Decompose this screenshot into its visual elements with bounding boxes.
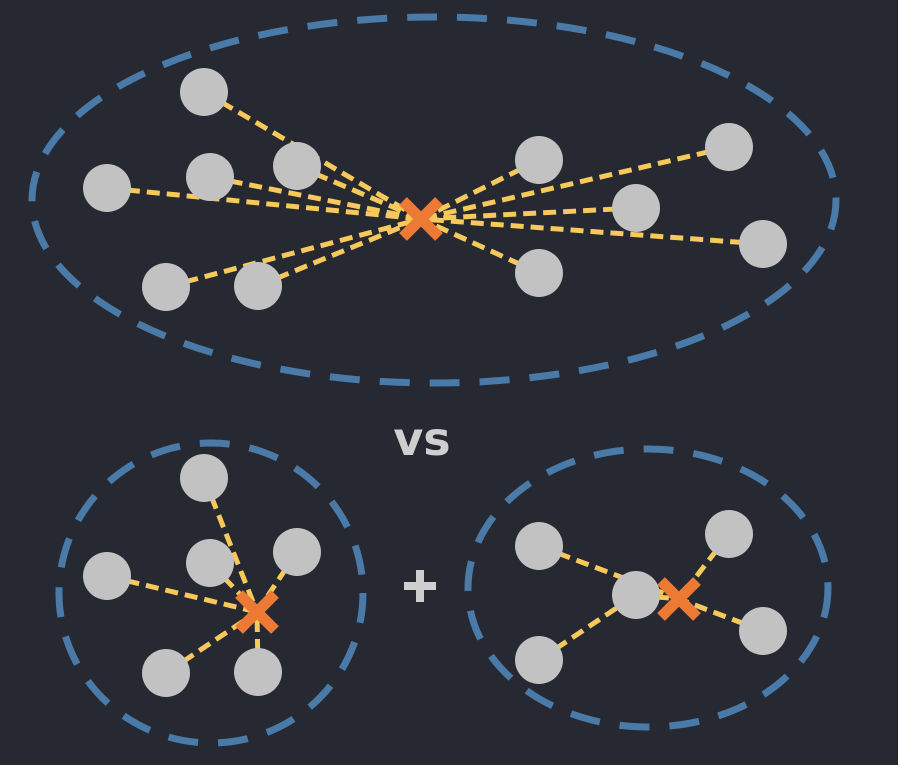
data-point	[234, 648, 282, 696]
data-point	[186, 539, 234, 587]
data-point	[705, 123, 753, 171]
left-cluster-points	[83, 454, 321, 697]
edge	[420, 216, 764, 247]
plus-icon	[404, 570, 436, 602]
right-cluster-points	[515, 510, 787, 684]
edge	[201, 477, 260, 613]
data-point	[83, 164, 131, 212]
single-cluster-points	[83, 68, 787, 311]
data-point	[186, 153, 234, 201]
data-point	[705, 510, 753, 558]
data-point	[234, 262, 282, 310]
data-point	[739, 607, 787, 655]
left-cluster-group	[55, 439, 367, 747]
single-cluster-boundary	[28, 13, 840, 387]
data-point	[83, 552, 131, 600]
data-point	[515, 636, 563, 684]
x-mark-icon	[657, 577, 701, 621]
single-cluster-group	[28, 13, 840, 387]
edge	[106, 185, 422, 222]
data-point	[273, 142, 321, 190]
x-mark-icon	[235, 590, 279, 634]
data-point	[515, 522, 563, 570]
edge	[420, 144, 730, 222]
data-point	[515, 136, 563, 184]
edge	[165, 216, 422, 290]
right-cluster-group	[464, 445, 832, 731]
data-point	[180, 68, 228, 116]
edge	[678, 596, 764, 634]
data-point	[273, 528, 321, 576]
data-point	[739, 220, 787, 268]
x-mark-icon	[399, 197, 443, 241]
data-point	[612, 571, 660, 619]
data-point	[142, 649, 190, 697]
data-point	[180, 454, 228, 502]
versus-label: vs	[393, 412, 450, 466]
data-point	[515, 249, 563, 297]
edge	[420, 205, 637, 222]
right-cluster-boundary	[464, 445, 832, 731]
edge	[106, 573, 258, 615]
left-cluster-boundary	[55, 439, 367, 747]
data-point	[142, 263, 190, 311]
edge	[257, 216, 422, 289]
edge	[209, 174, 422, 222]
data-point	[612, 184, 660, 232]
